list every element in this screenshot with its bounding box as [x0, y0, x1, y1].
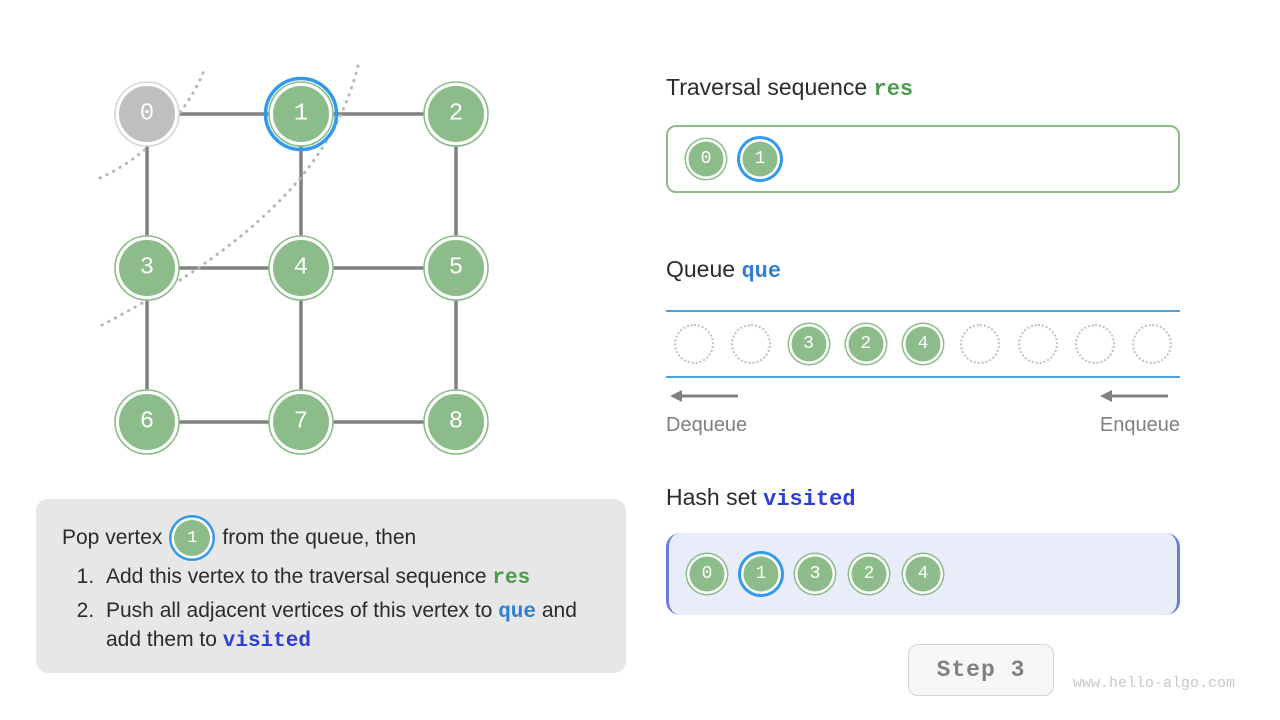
node-circle	[424, 236, 488, 300]
step-badge: Step 3	[908, 644, 1054, 696]
explanation-headline-after: from the queue, then	[222, 526, 417, 549]
hashset-section-title: Hash set visited	[666, 484, 856, 512]
res-item: 0	[686, 139, 726, 179]
node-outline	[114, 81, 180, 147]
queue-item: 2	[845, 324, 886, 364]
node-label: 3	[140, 255, 154, 282]
graph-node-4[interactable]: 4	[268, 235, 334, 301]
node-circle	[115, 390, 179, 454]
node-circle	[115, 82, 179, 146]
node-circle	[269, 236, 333, 300]
hashset-item: 2	[849, 554, 889, 594]
queue-empty-slot	[1017, 324, 1058, 364]
node-label: 1	[294, 101, 308, 128]
graph-node-2[interactable]: 2	[423, 81, 489, 147]
queue-title-keyword: que	[741, 259, 782, 284]
queue-direction-arrows	[670, 390, 1168, 402]
hashset-title-keyword: visited	[763, 487, 856, 512]
queue-title-text: Queue	[666, 256, 736, 282]
res-title-keyword: res	[873, 77, 914, 102]
graph-node-5[interactable]: 5	[423, 235, 489, 301]
node-outline	[423, 81, 489, 147]
queue-direction-labels: Dequeue Enqueue	[666, 414, 1180, 437]
node-outline	[268, 235, 334, 301]
explanation-step-1-text: Add this vertex to the traversal sequenc…	[106, 565, 493, 588]
hashset-item: 1	[741, 554, 781, 594]
hashset-item: 4	[903, 554, 943, 594]
node-outline	[114, 235, 180, 301]
node-circle	[269, 390, 333, 454]
hashset-title-text: Hash set	[666, 484, 757, 510]
queue-empty-slot	[1132, 324, 1172, 364]
explanation-headline: Pop vertex 1 from the queue, then	[62, 517, 600, 559]
res-title-text: Traversal sequence	[666, 74, 868, 100]
queue-empty-slot	[731, 324, 772, 364]
queue-empty-slot	[1074, 324, 1115, 364]
node-outline	[423, 389, 489, 455]
graph-node-1[interactable]: 1	[263, 76, 339, 152]
node-layer: 0 1 2 3 4 5 6 7 8	[114, 76, 489, 455]
explanation-step-2-text-mid: and add them to	[106, 598, 577, 652]
graph-node-8[interactable]: 8	[423, 389, 489, 455]
graph-canvas: 0 1 2 3 4 5 6 7 8	[98, 64, 489, 455]
graph-node-0[interactable]: 0	[114, 81, 180, 147]
node-circle	[269, 82, 333, 146]
queue-item: 3	[788, 324, 829, 364]
node-circle	[424, 390, 488, 454]
node-label: 0	[140, 101, 154, 128]
node-label: 7	[294, 409, 308, 436]
queue-item: 4	[903, 324, 943, 364]
explanation-step-1: Add this vertex to the traversal sequenc…	[100, 563, 600, 593]
res-section-title: Traversal sequence res	[666, 74, 913, 102]
graph-node-6[interactable]: 6	[114, 389, 180, 455]
node-highlight-ring	[263, 76, 339, 152]
node-label: 2	[449, 101, 463, 128]
graph-node-7[interactable]: 7	[268, 389, 334, 455]
explanation-steps: Add this vertex to the traversal sequenc…	[62, 563, 600, 656]
graph-panel: 0 1 2 3 4 5 6 7 8	[0, 0, 640, 480]
dequeue-label: Dequeue	[666, 414, 748, 436]
queue-empty-slot	[674, 324, 714, 364]
node-circle	[115, 236, 179, 300]
node-outline	[423, 235, 489, 301]
keyword-visited: visited	[222, 630, 311, 654]
graph-node-3[interactable]: 3	[114, 235, 180, 301]
explanation-headline-before: Pop vertex	[62, 526, 163, 549]
dequeue-arrow-icon	[670, 390, 738, 402]
enqueue-label: Enqueue	[1099, 414, 1180, 436]
hashset-item: 0	[687, 554, 727, 594]
queue-section-title: Queue que	[666, 256, 781, 284]
node-outline	[268, 389, 334, 455]
node-outline	[114, 389, 180, 455]
node-label: 5	[449, 255, 463, 282]
keyword-que: que	[498, 600, 537, 624]
explanation-step-2: Push all adjacent vertices of this verte…	[100, 597, 600, 656]
enqueue-arrow-icon	[1100, 390, 1168, 402]
watermark: www.hello-algo.com	[1073, 675, 1236, 692]
node-label: 4	[294, 255, 308, 282]
node-circle	[424, 82, 488, 146]
keyword-res: res	[492, 567, 531, 590]
popped-vertex-chip: 1	[174, 520, 211, 556]
queue-empty-slot	[960, 324, 1001, 364]
explanation-box: Pop vertex 1 from the queue, then Add th…	[36, 499, 626, 673]
node-label: 6	[140, 409, 154, 436]
hashset-item: 3	[795, 554, 835, 594]
node-label: 8	[449, 409, 463, 436]
explanation-step-2-text: Push all adjacent vertices of this verte…	[106, 598, 499, 622]
res-item: 1	[740, 139, 780, 179]
node-outline	[268, 81, 334, 147]
